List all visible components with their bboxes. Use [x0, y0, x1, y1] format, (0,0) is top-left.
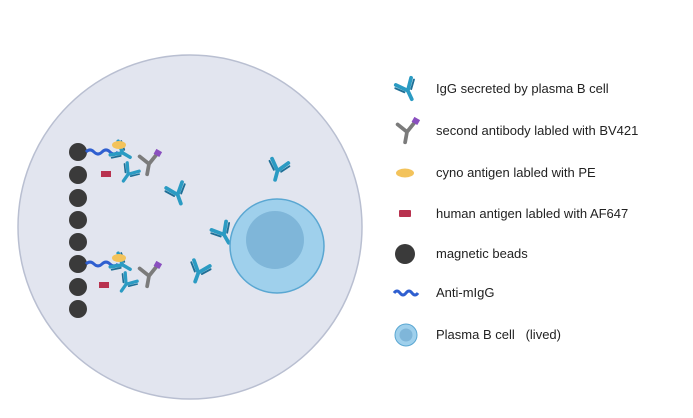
magnetic-bead — [69, 300, 87, 318]
anti-migg-icon — [392, 289, 420, 297]
legend-item-cyno-antigen: cyno antigen labled with PE — [390, 158, 690, 188]
human-antigen-icon — [399, 210, 411, 217]
legend-item-igg: IgG secreted by plasma B cell — [390, 74, 690, 104]
cyno-antigen-icon — [396, 168, 414, 178]
legend-label-anti-migg: Anti-mIgG — [436, 285, 495, 300]
legend-item-anti-migg: Anti-mIgG — [390, 278, 690, 308]
human-antigen — [99, 282, 109, 288]
cyno-antigen — [112, 141, 126, 149]
magnetic-bead — [69, 233, 87, 251]
cyno-antigen — [112, 254, 126, 262]
magnetic-bead — [69, 189, 87, 207]
capture-complex-bottom — [84, 249, 164, 298]
magnetic-bead — [69, 143, 87, 161]
magnetic-bead — [69, 211, 87, 229]
igg-antibody-icon — [392, 75, 423, 104]
human-antigen — [101, 171, 111, 177]
magnetic-bead — [69, 278, 87, 296]
magnetic-bead — [69, 255, 87, 273]
droplet — [17, 54, 363, 400]
plasma-b-cell — [229, 198, 325, 294]
legend-item-magnetic-beads: magnetic beads — [390, 239, 690, 269]
legend-label-magnetic-beads: magnetic beads — [436, 246, 528, 261]
magnetic-bead-icon — [395, 244, 415, 264]
bead-column — [69, 143, 87, 318]
second-antibody-icon — [395, 116, 422, 145]
legend-item-human-antigen: human antigen labled with AF647 — [390, 199, 690, 229]
legend-label-plasma-b-cell: Plasma B cell (lived) — [436, 327, 561, 342]
magnetic-bead — [69, 166, 87, 184]
legend-label-igg: IgG secreted by plasma B cell — [436, 81, 609, 96]
legend-label-cyno-antigen: cyno antigen labled with PE — [436, 165, 596, 180]
legend-label-human-antigen: human antigen labled with AF647 — [436, 206, 629, 221]
legend-item-plasma-b-cell: Plasma B cell (lived) — [390, 320, 690, 350]
capture-complex-top — [84, 137, 164, 188]
legend-item-second-antibody: second antibody labled with BV421 — [390, 116, 690, 146]
plasma-b-cell-icon — [394, 323, 418, 347]
legend-label-second-antibody: second antibody labled with BV421 — [436, 123, 639, 138]
